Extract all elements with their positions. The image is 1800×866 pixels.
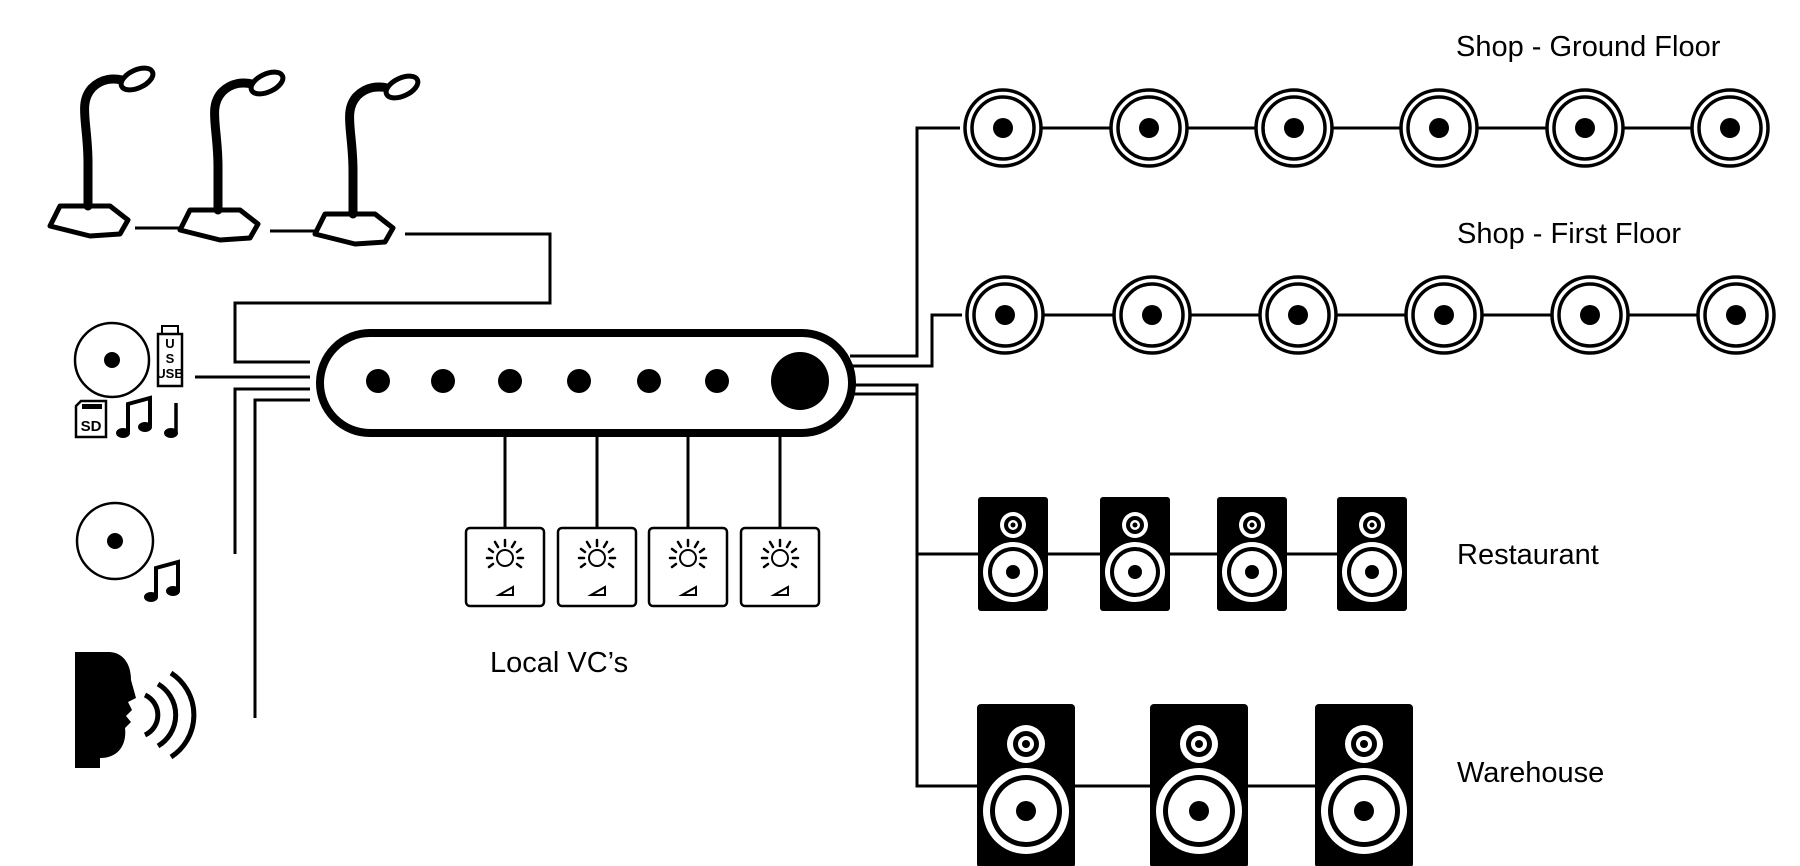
sd-label: SD [81,418,102,435]
local-vc-label: Local VC’s [490,647,628,679]
music-notes-icon [142,560,182,604]
box-speaker-icon [978,497,1048,611]
zone-warehouse: Warehouse [977,704,1604,866]
ceiling-speaker-icon [1696,275,1776,355]
ceiling-speaker-icon [1112,275,1192,355]
ceiling-speaker-icon [1109,88,1189,168]
volume-control-icon [464,526,546,608]
paging-microphones [50,64,421,244]
ceiling-speaker-icon [1404,275,1484,355]
ceiling-speaker-icon [1545,88,1625,168]
ceiling-speaker-icon [1399,88,1479,168]
local-vc-units [464,526,821,608]
zone-shop-first-floor: Shop - First Floor [965,218,1776,355]
zone-label-restaurant: Restaurant [1457,539,1599,571]
amplifier [316,329,856,437]
ceiling-speaker-icon [1254,88,1334,168]
zone-label-shop-ground-floor: Shop - Ground Floor [1456,31,1721,63]
volume-knob [771,352,829,410]
cd-disc-icon [73,321,151,399]
music-notes-icon [114,396,154,440]
volume-control-icon [647,526,729,608]
sd-card-icon: SD [74,399,108,439]
voice-announcement-source [75,652,197,768]
zone-label-shop-first-floor: Shop - First Floor [1457,218,1681,250]
media-player-source: U S USB SD [73,321,184,440]
ceiling-speaker-icon [963,88,1043,168]
box-speaker-icon [1100,497,1170,611]
ceiling-speaker-icon [1550,275,1630,355]
music-note-icon [164,403,178,438]
box-speaker-icon [1337,497,1407,611]
ceiling-speaker-icon [965,275,1045,355]
speaking-head-icon [75,652,136,768]
svg-text:U: U [165,336,174,351]
large-box-speaker-icon [1315,704,1413,866]
cd-disc-icon [75,501,155,581]
ceiling-speaker-icon [1258,275,1338,355]
volume-control-icon [739,526,821,608]
usb-label: USB [156,366,183,381]
large-box-speaker-icon [977,704,1075,866]
indicator-leds [366,369,729,393]
usb-stick-icon: U S USB [156,325,184,388]
box-speaker-icon [1217,497,1287,611]
volume-control-icon [556,526,638,608]
ceiling-speaker-icon [1690,88,1770,168]
microphone-icon [180,68,286,240]
svg-text:S: S [166,351,175,366]
zone-shop-ground-floor: Shop - Ground Floor [963,31,1770,168]
sound-waves-icon [143,670,197,760]
microphone-icon [50,64,156,236]
microphone-icon [315,72,421,244]
wiring [135,126,1697,788]
large-box-speaker-icon [1150,704,1248,866]
background-music-source [75,501,182,604]
zone-label-warehouse: Warehouse [1457,757,1604,789]
zone-restaurant: Restaurant [978,497,1599,611]
